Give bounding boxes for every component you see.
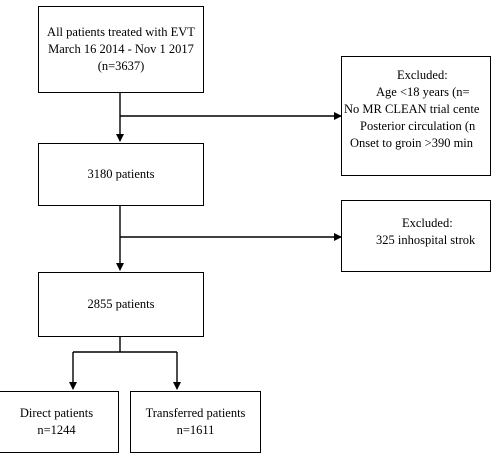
box-excluded1: Excluded: Age <18 years (n= No MR CLEAN … (341, 56, 491, 176)
excluded1-line-2: Age <18 years (n= (376, 85, 470, 99)
excluded1-line-4: Posterior circulation (n (360, 119, 476, 133)
transferred-line-2: n=1611 (176, 423, 215, 437)
excluded2-line-2: 325 inhospital strok (376, 233, 476, 247)
box-direct: Direct patients n=1244 (0, 391, 119, 453)
connector-layer (69, 93, 342, 390)
step3-line-1: 2855 patients (87, 297, 155, 311)
direct-line-1: Direct patients (19, 406, 94, 420)
excluded2-line-1: Excluded: (402, 216, 453, 230)
box-step2: 3180 patients (38, 143, 204, 206)
box-start: All patients treated with EVT March 16 2… (38, 6, 204, 93)
box-excluded2: Excluded: 325 inhospital strok (341, 200, 491, 272)
start-line-3: (n=3637) (97, 59, 145, 73)
flowchart: All patients treated with EVT March 16 2… (0, 6, 491, 453)
transferred-line-1: Transferred patients (145, 406, 246, 420)
excluded1-line-1: Excluded: (397, 68, 448, 82)
step2-line-1: 3180 patients (87, 167, 155, 181)
direct-line-2: n=1244 (37, 423, 76, 437)
box-step3: 2855 patients (38, 272, 204, 337)
excluded1-line-3: No MR CLEAN trial cente (344, 102, 480, 116)
box-transferred: Transferred patients n=1611 (130, 391, 261, 453)
start-line-1: All patients treated with EVT (47, 25, 195, 39)
start-line-2: March 16 2014 - Nov 1 2017 (48, 42, 194, 56)
excluded1-line-5: Onset to groin >390 min (350, 136, 474, 150)
